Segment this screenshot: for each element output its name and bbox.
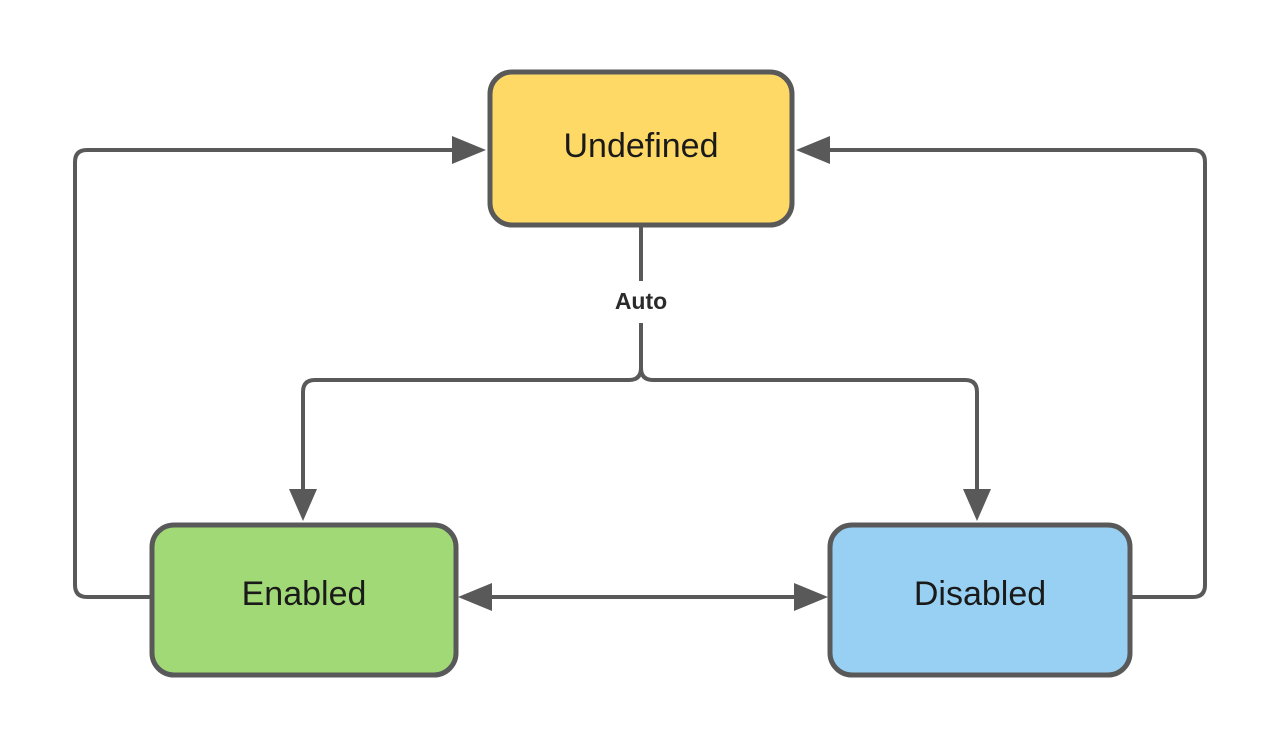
node-disabled-label: Disabled — [914, 575, 1046, 613]
node-enabled-label: Enabled — [242, 575, 367, 613]
node-undefined[interactable]: Undefined — [487, 69, 795, 228]
node-disabled-shape — [827, 522, 1133, 678]
edge-label-auto: Auto — [615, 288, 667, 314]
arrowhead-into-enabled-top — [289, 489, 317, 521]
arrowhead-into-undefined-left — [452, 136, 486, 164]
node-enabled[interactable]: Enabled — [149, 522, 459, 678]
edge-disabled-to-undefined[interactable] — [796, 136, 1207, 599]
edge-disabled-to-undefined-path — [830, 148, 1207, 599]
edge-auto-branch-right-path — [639, 367, 979, 489]
arrowhead-into-disabled-left — [794, 583, 828, 611]
node-disabled[interactable]: Disabled — [827, 522, 1133, 678]
edge-enabled-disabled-bidirectional[interactable] — [458, 583, 828, 611]
node-enabled-shape — [149, 522, 459, 678]
node-undefined-shape — [487, 69, 795, 228]
arrowhead-into-enabled-right — [458, 583, 492, 611]
node-undefined-label: Undefined — [563, 127, 718, 165]
auto-label-background — [592, 281, 690, 323]
edge-auto-branch-left-path — [301, 367, 643, 489]
edge-enabled-to-undefined[interactable] — [73, 136, 486, 599]
arrowhead-into-undefined-right — [796, 136, 830, 164]
edge-enabled-to-undefined-path — [73, 148, 452, 599]
arrowhead-into-disabled-top — [963, 489, 991, 521]
edge-undefined-auto-branch[interactable]: Auto — [289, 225, 991, 521]
